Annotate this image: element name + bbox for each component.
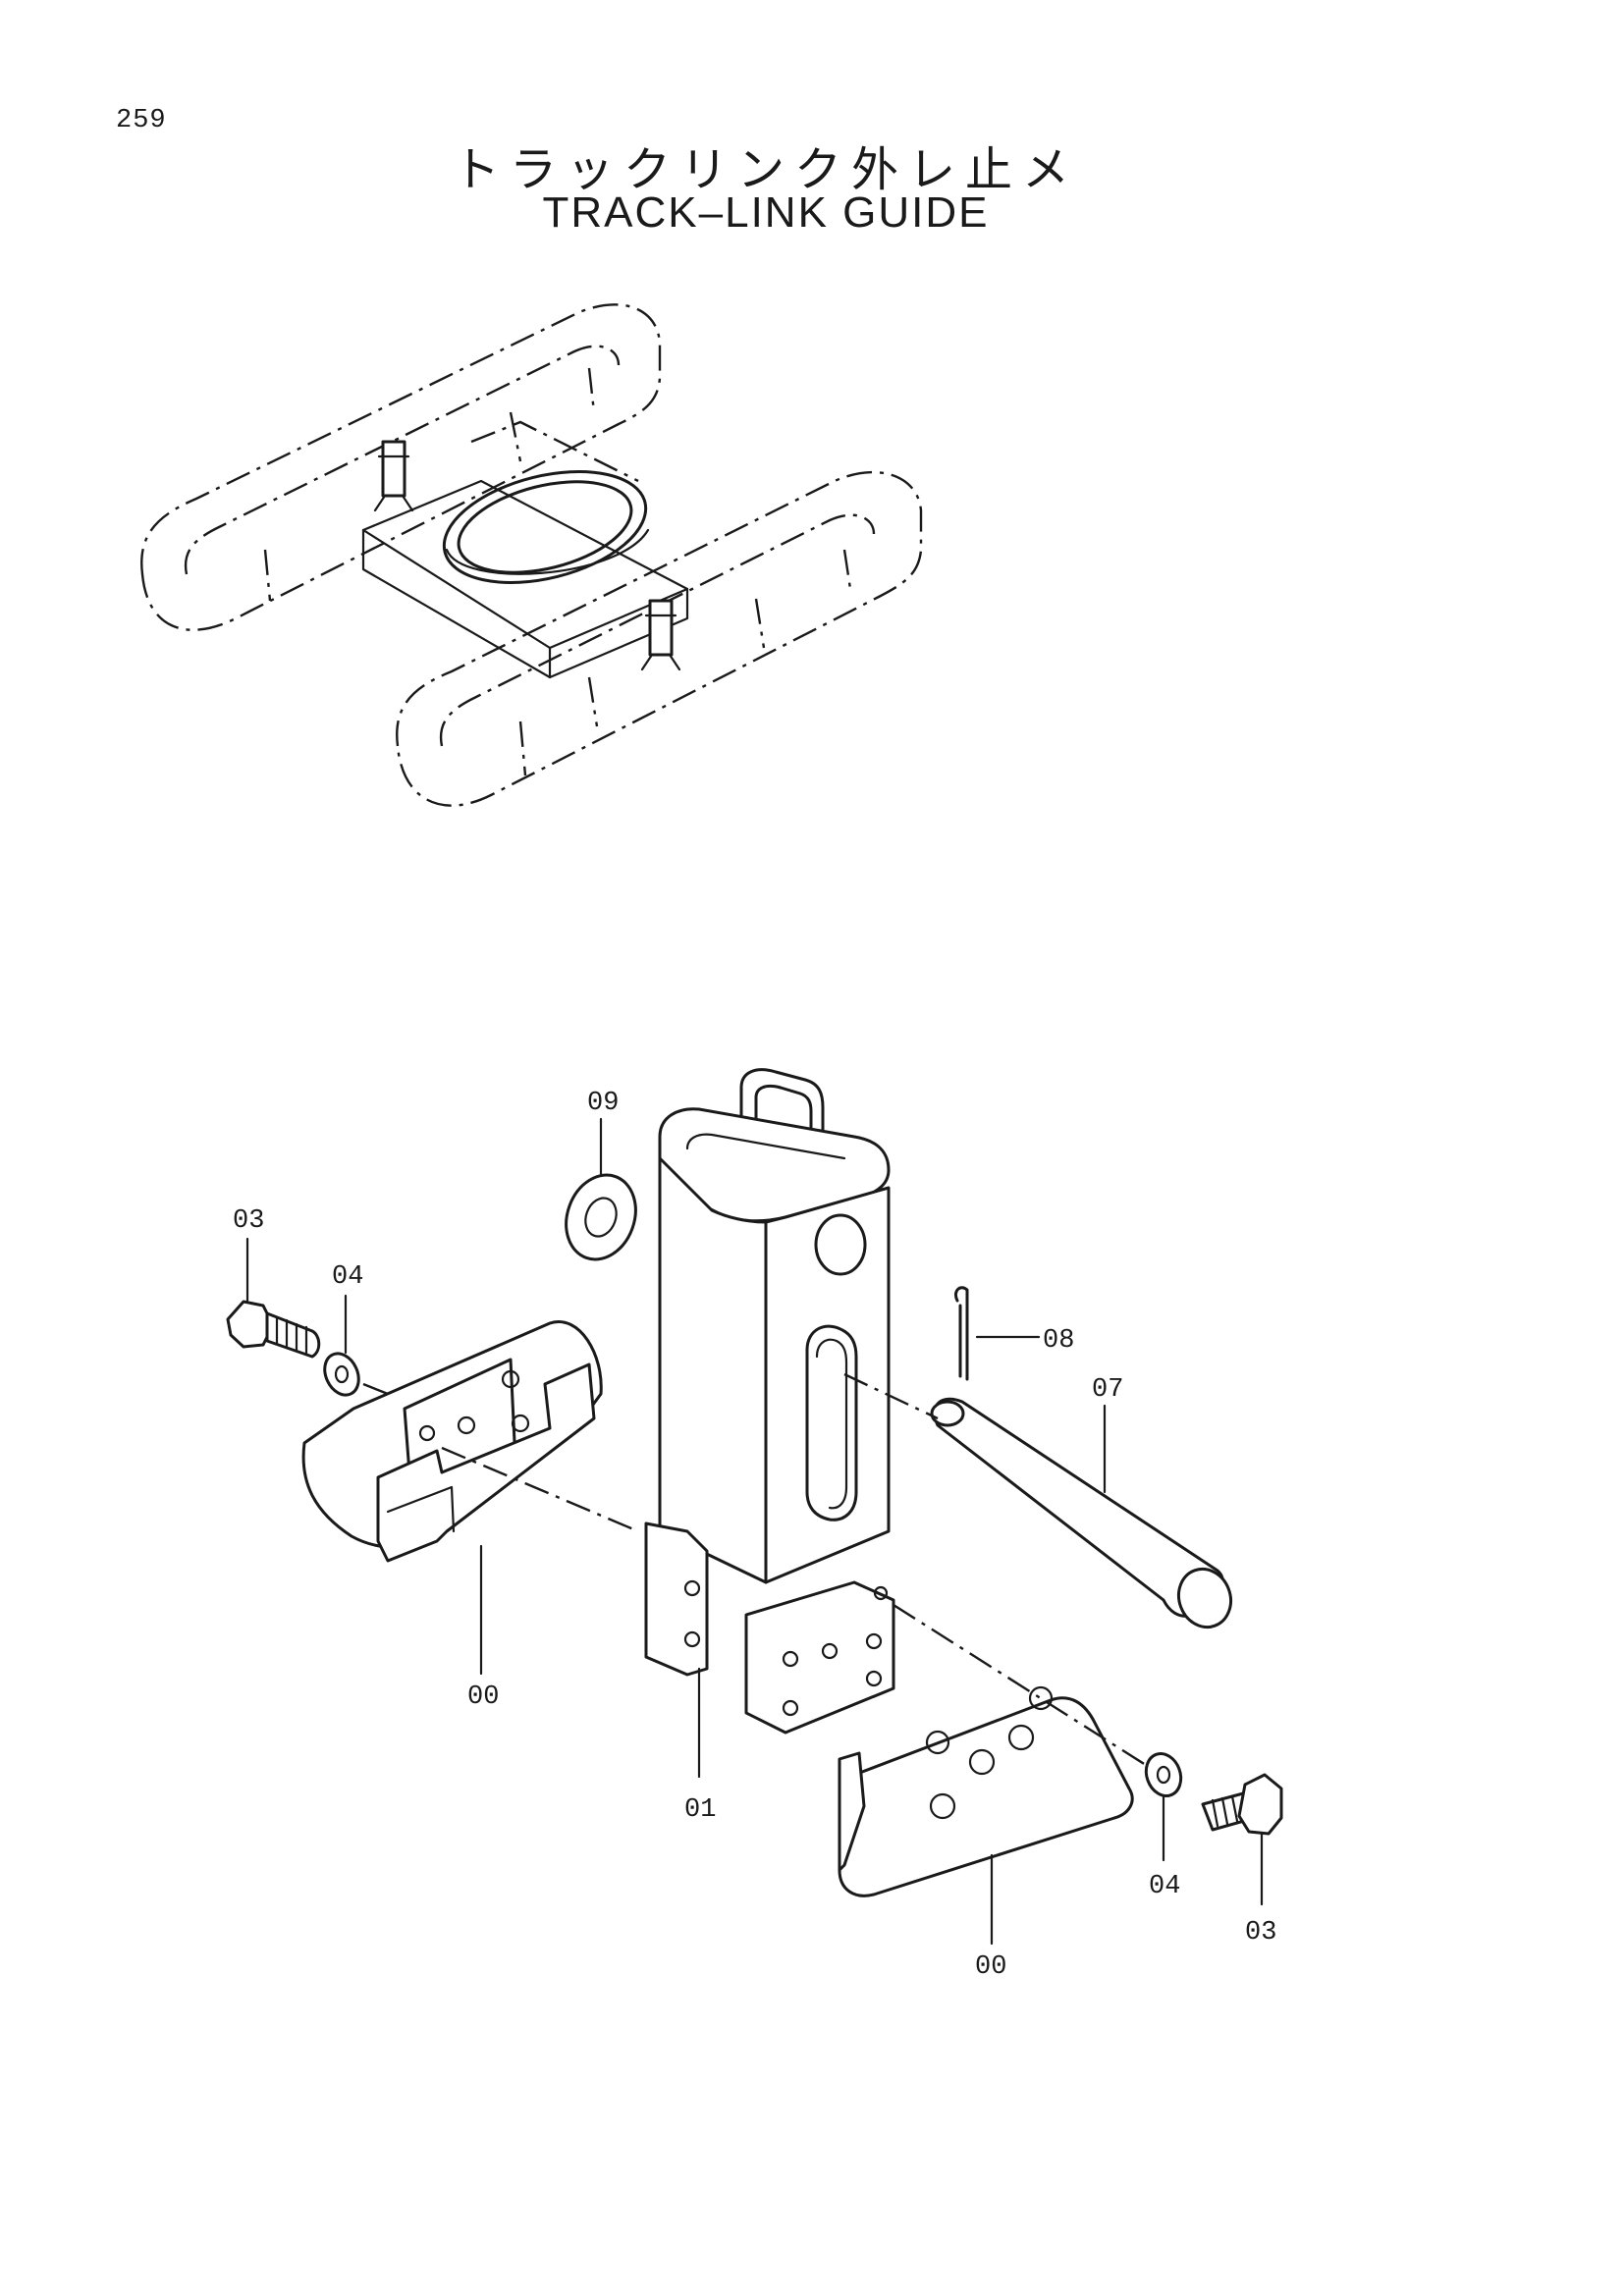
page-title-english: TRACK–LINK GUIDE — [542, 188, 990, 237]
part-00-guide-plate-right-icon — [838, 1603, 1150, 1946]
part-01-guide-post-icon — [644, 1068, 895, 1779]
callout-01: 01 — [684, 1795, 716, 1825]
track-guide-right-icon — [640, 599, 681, 671]
part-04-washer-right-icon — [1144, 1752, 1183, 1862]
callout-07: 07 — [1092, 1375, 1123, 1405]
track-guide-left-icon — [373, 440, 414, 512]
part-09-washer-icon — [565, 1117, 637, 1261]
page-number: 259 — [116, 106, 167, 135]
part-03-bolt-left-icon — [226, 1237, 321, 1359]
callout-03-right: 03 — [1245, 1918, 1276, 1948]
callout-04-left: 04 — [332, 1262, 363, 1292]
callout-04-right: 04 — [1149, 1872, 1180, 1901]
part-03-bolt-right-icon — [1201, 1773, 1283, 1906]
page-title-japanese: トラックリンク外レ止メ — [452, 142, 1079, 197]
callout-03-left: 03 — [233, 1206, 264, 1236]
part-08-cotter-pin-icon — [953, 1286, 1041, 1381]
part-07-pin-icon — [843, 1372, 1232, 1629]
callout-00-left: 00 — [467, 1682, 499, 1712]
part-04-washer-left-icon — [323, 1294, 389, 1397]
callout-08: 08 — [1043, 1326, 1074, 1356]
callout-00-right: 00 — [975, 1952, 1006, 1982]
undercarriage-overview — [140, 303, 923, 807]
callout-09: 09 — [587, 1089, 619, 1118]
part-00-guide-plate-left-icon — [301, 1320, 639, 1676]
